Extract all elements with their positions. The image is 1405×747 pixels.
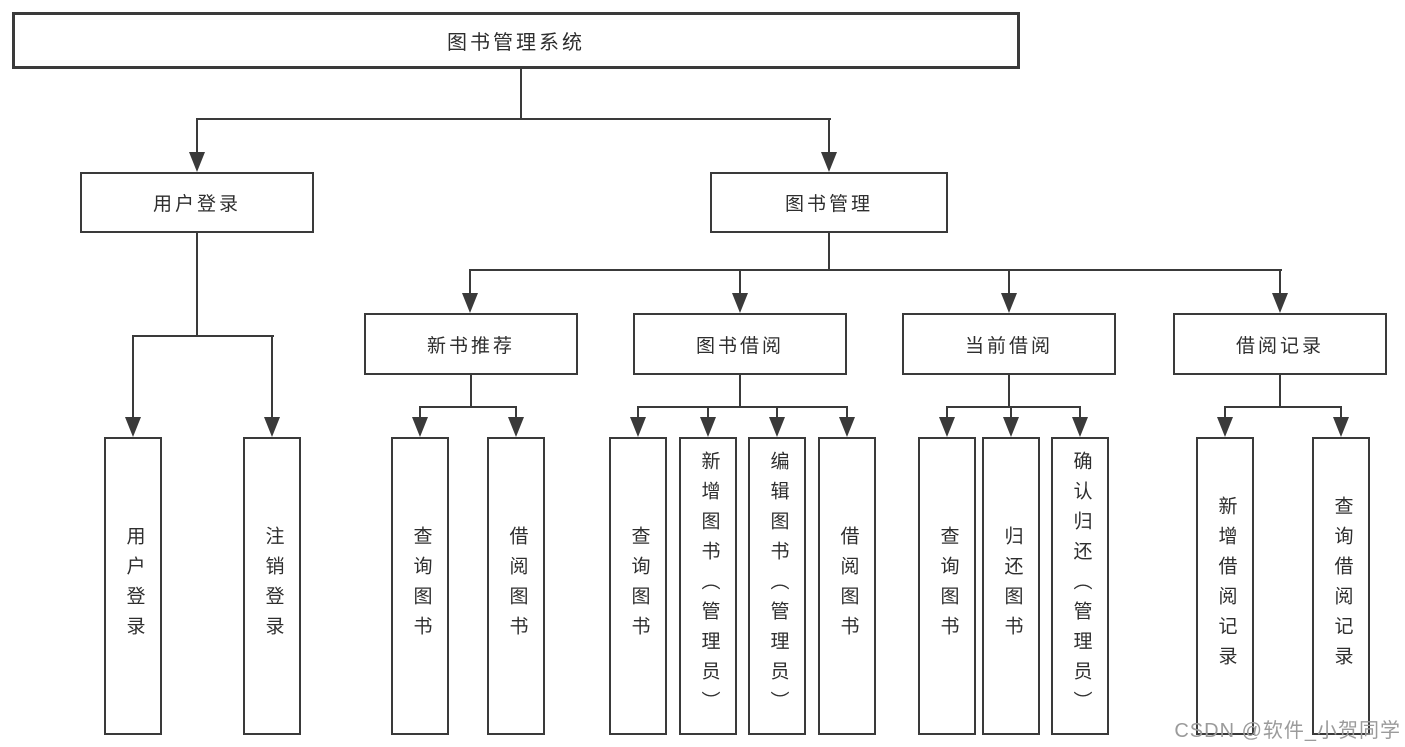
node-current-borrowing: 当前借阅 bbox=[902, 313, 1116, 375]
arrowhead-down-icon bbox=[1003, 417, 1019, 437]
connector-drop bbox=[739, 270, 741, 293]
connector-drop bbox=[637, 408, 639, 418]
arrowhead-down-icon bbox=[939, 417, 955, 437]
connector-drop bbox=[707, 408, 709, 418]
arrowhead-down-icon bbox=[1333, 417, 1349, 437]
connector-drop bbox=[1010, 408, 1012, 418]
arrowhead-down-icon bbox=[264, 417, 280, 437]
connector-stem bbox=[828, 233, 830, 270]
node-borrowing-records: 借阅记录 bbox=[1173, 313, 1387, 375]
leaf-borrow-books-recommend: 借阅图书 bbox=[487, 437, 545, 735]
arrowhead-down-icon bbox=[412, 417, 428, 437]
leaf-add-borrow-record: 新增借阅记录 bbox=[1196, 437, 1254, 735]
leaf-user-login: 用户登录 bbox=[104, 437, 162, 735]
leaf-confirm-return-admin: 确认归还（管理员） bbox=[1051, 437, 1109, 735]
arrowhead-down-icon bbox=[732, 293, 748, 313]
arrowhead-down-icon bbox=[125, 417, 141, 437]
connector-drop bbox=[271, 337, 273, 417]
arrowhead-down-icon bbox=[1217, 417, 1233, 437]
connector-rail bbox=[946, 406, 1081, 408]
connector-stem bbox=[196, 233, 198, 337]
leaf-query-borrow-record: 查询借阅记录 bbox=[1312, 437, 1370, 735]
connector-rail bbox=[419, 406, 517, 408]
arrowhead-down-icon bbox=[769, 417, 785, 437]
leaf-query-books-borrowing: 查询图书 bbox=[609, 437, 667, 735]
connector-drop bbox=[1279, 270, 1281, 293]
arrowhead-down-icon bbox=[1072, 417, 1088, 437]
connector-drop bbox=[1224, 408, 1226, 418]
node-user-login-branch: 用户登录 bbox=[80, 172, 314, 233]
connector-drop bbox=[1008, 270, 1010, 293]
connector-rail bbox=[132, 335, 274, 337]
node-library-management-system: 图书管理系统 bbox=[12, 12, 1020, 69]
connector-drop bbox=[946, 408, 948, 418]
arrowhead-down-icon bbox=[189, 152, 205, 172]
connector-drop bbox=[196, 120, 198, 154]
connector-drop bbox=[776, 408, 778, 418]
node-book-management: 图书管理 bbox=[710, 172, 948, 233]
connector-drop bbox=[419, 408, 421, 418]
arrowhead-down-icon bbox=[462, 293, 478, 313]
connector-stem bbox=[470, 375, 472, 408]
connector-rail bbox=[469, 269, 1282, 271]
arrowhead-down-icon bbox=[700, 417, 716, 437]
leaf-borrow-books: 借阅图书 bbox=[818, 437, 876, 735]
connector-drop bbox=[469, 270, 471, 293]
arrowhead-down-icon bbox=[1001, 293, 1017, 313]
leaf-add-books-admin: 新增图书（管理员） bbox=[679, 437, 737, 735]
arrowhead-down-icon bbox=[508, 417, 524, 437]
leaf-return-books: 归还图书 bbox=[982, 437, 1040, 735]
arrowhead-down-icon bbox=[821, 152, 837, 172]
connector-drop bbox=[1079, 408, 1081, 418]
arrowhead-down-icon bbox=[1272, 293, 1288, 313]
connector-drop bbox=[846, 408, 848, 418]
connector-rail bbox=[1224, 406, 1342, 408]
connector-drop bbox=[828, 120, 830, 154]
arrowhead-down-icon bbox=[839, 417, 855, 437]
connector-stem bbox=[1008, 375, 1010, 408]
leaf-query-books-current: 查询图书 bbox=[918, 437, 976, 735]
leaf-edit-books-admin: 编辑图书（管理员） bbox=[748, 437, 806, 735]
connector-rail bbox=[196, 118, 831, 120]
watermark: CSDN @软件_小贺同学 bbox=[1174, 720, 1401, 742]
connector-drop bbox=[132, 337, 134, 417]
connector-drop bbox=[1340, 408, 1342, 418]
leaf-query-books-recommend: 查询图书 bbox=[391, 437, 449, 735]
connector-stem bbox=[520, 68, 522, 120]
connector-drop bbox=[515, 408, 517, 418]
connector-rail bbox=[637, 406, 848, 408]
node-book-borrowing: 图书借阅 bbox=[633, 313, 847, 375]
leaf-logout: 注销登录 bbox=[243, 437, 301, 735]
connector-stem bbox=[739, 375, 741, 408]
arrowhead-down-icon bbox=[630, 417, 646, 437]
connector-stem bbox=[1279, 375, 1281, 408]
node-new-book-recommend: 新书推荐 bbox=[364, 313, 578, 375]
